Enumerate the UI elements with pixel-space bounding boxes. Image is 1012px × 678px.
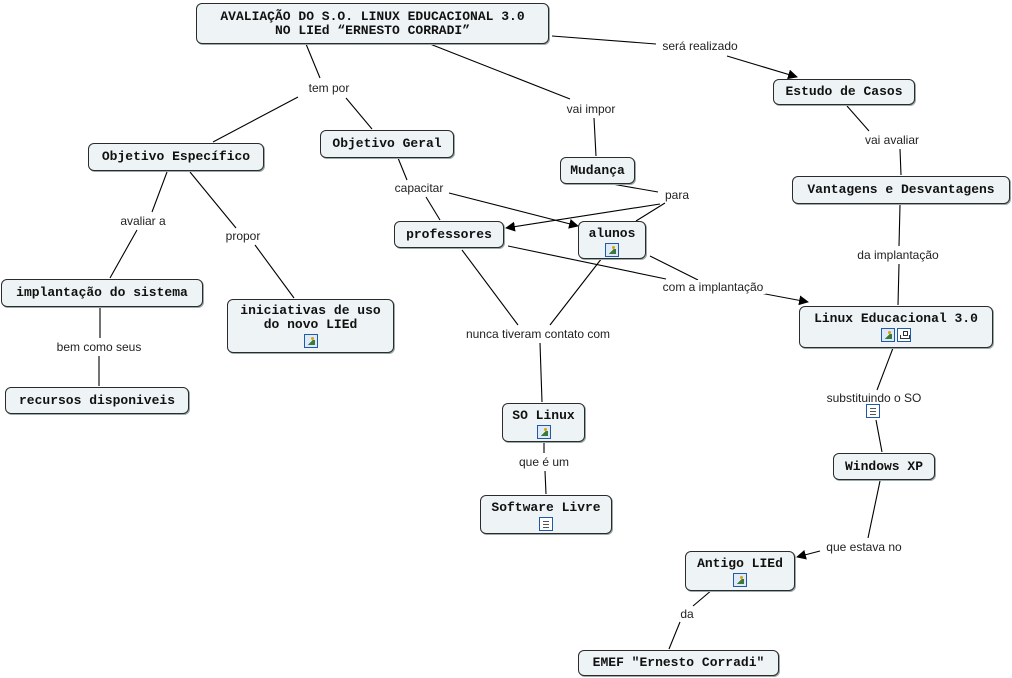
edge-que-e-software-livre (544, 470, 547, 495)
edge-propor-iniciativas (254, 244, 295, 299)
concept-objetivo-geral[interactable]: Objetivo Geral (320, 130, 454, 158)
concept-recursos-text: recursos disponiveis (18, 392, 176, 408)
concept-linux-educacional[interactable]: Linux Educacional 3.0 (799, 306, 993, 348)
image-icon[interactable] (733, 573, 747, 587)
concept-so-linux-text: SO Linux (512, 408, 575, 423)
image-icon[interactable] (605, 243, 619, 257)
edge-windows-que-estava (867, 480, 881, 539)
document-icon[interactable] (539, 517, 553, 531)
edge-geral-capacitar (397, 157, 408, 181)
concept-linux-educacional-text: Linux Educacional 3.0 (814, 311, 978, 326)
concept-windows-xp[interactable]: Windows XP (833, 453, 935, 480)
concept-implantacao-sistema-text: implantação do sistema (16, 285, 188, 300)
link-substituindo[interactable]: substituindo o SO (824, 391, 924, 405)
link-com-a-implantacao[interactable]: com a implantação (660, 280, 766, 294)
edge-tem-por-obj-geral (345, 97, 373, 130)
edge-substituindo-windows (875, 419, 883, 453)
concept-estudo-de-casos-text: Estudo de Casos (785, 84, 903, 99)
image-icon[interactable] (303, 334, 318, 348)
link-bem-como-seus[interactable]: bem como seus (54, 340, 144, 354)
link-da-implantacao[interactable]: da implantação (855, 248, 941, 262)
concept-mudanca-text: Mudança (570, 162, 625, 178)
edge-obj-esp-propor (189, 171, 237, 229)
edge-linux-substituindo (876, 347, 894, 391)
link-sera-realizado[interactable]: será realizado (660, 39, 740, 53)
concept-windows-xp-text: Windows XP (844, 458, 923, 474)
concept-implantacao-sistema[interactable]: implantação do sistema (1, 279, 203, 307)
edge-capacitar-professores (425, 196, 441, 221)
concept-recursos[interactable]: recursos disponiveis (5, 387, 189, 414)
concept-vantagens-desvantagens[interactable]: Vantagens e Desvantagens (792, 176, 1010, 204)
edge-para-alunos (635, 202, 666, 222)
concept-objetivo-geral-text: Objetivo Geral (332, 136, 442, 151)
edge-da-emef (668, 621, 681, 650)
edge-mudanca-para (611, 183, 659, 193)
concept-professores-text: professores (406, 226, 492, 242)
concept-software-livre-text: Software Livre (491, 500, 601, 515)
link-capacitar[interactable]: capacitar (392, 181, 446, 195)
document-icon[interactable] (866, 404, 880, 418)
edge-professores-nunca (461, 249, 519, 326)
edge-da-implantacao-linux (897, 263, 900, 306)
concept-iniciativas-text: iniciativas de uso do novo LIEd (240, 303, 381, 332)
link-vai-avaliar[interactable]: vai avaliar (862, 133, 922, 147)
edge-alunos-nunca (549, 257, 603, 326)
edge-estudo-vai-avaliar (846, 105, 870, 132)
concept-emef-text: EMEF "Ernesto Corradi" (592, 655, 765, 670)
edge-para-professores (505, 203, 661, 232)
link-propor[interactable]: propor (223, 229, 263, 243)
edge-sera-realizado-estudo (726, 55, 798, 80)
concept-estudo-de-casos[interactable]: Estudo de Casos (773, 79, 915, 105)
concept-objetivo-especifico[interactable]: Objetivo Específico (88, 143, 264, 171)
concept-emef[interactable]: EMEF "Ernesto Corradi" (578, 650, 779, 676)
concept-title-text: AVALIAÇÃO DO S.O. LINUX EDUCACIONAL 3.0 … (220, 8, 525, 38)
image-icon[interactable] (536, 425, 551, 439)
link-que-e-um[interactable]: que é um (516, 455, 572, 469)
concept-antigo-lied-text: Antigo LIEd (697, 556, 783, 571)
concept-map-icon[interactable] (897, 328, 911, 342)
concept-vantagens-desvantagens-text: Vantagens e Desvantagens (807, 182, 995, 197)
concept-alunos[interactable]: alunos (578, 221, 646, 259)
concept-professores[interactable]: professores (394, 221, 504, 248)
edge-vantagens-da-implantacao (898, 204, 901, 247)
edge-alunos-com-impl (649, 255, 699, 281)
link-que-estava-no[interactable]: que estava no (824, 540, 904, 554)
link-nunca-tiveram[interactable]: nunca tiveram contato com (463, 327, 613, 341)
edge-vai-avaliar-vantagens (899, 148, 902, 176)
concept-alunos-text: alunos (588, 226, 636, 241)
edge-title-tem-por (305, 43, 321, 79)
edge-title-sera-realizado (551, 35, 657, 45)
edge-avaliar-implantacao (109, 229, 138, 279)
link-da[interactable]: da (678, 607, 696, 621)
link-vai-impor[interactable]: vai impor (564, 102, 618, 116)
image-icon[interactable] (881, 328, 895, 342)
edge-title-vai-impor (429, 43, 571, 100)
concept-title[interactable]: AVALIAÇÃO DO S.O. LINUX EDUCACIONAL 3.0 … (196, 3, 549, 44)
concept-so-linux[interactable]: SO Linux (502, 403, 585, 442)
edge-professores-com-impl (507, 245, 667, 280)
concept-iniciativas[interactable]: iniciativas de uso do novo LIEd (227, 299, 394, 353)
edge-obj-esp-avaliar (151, 171, 168, 213)
edge-que-estava-antigo (796, 549, 821, 560)
concept-software-livre[interactable]: Software Livre (480, 495, 612, 534)
concept-objetivo-especifico-text: Objetivo Específico (101, 149, 251, 164)
edge-com-impl-linux (759, 292, 809, 306)
link-tem-por[interactable]: tem por (306, 81, 352, 95)
edge-tem-por-obj-esp (212, 96, 299, 143)
link-avaliar-a[interactable]: avaliar a (118, 214, 168, 228)
edge-vai-impor-mudanca (593, 117, 597, 157)
edge-nunca-so-linux (539, 342, 543, 403)
concept-antigo-lied[interactable]: Antigo LIEd (685, 551, 795, 591)
link-para[interactable]: para (662, 188, 692, 202)
concept-mudanca[interactable]: Mudança (560, 157, 635, 184)
